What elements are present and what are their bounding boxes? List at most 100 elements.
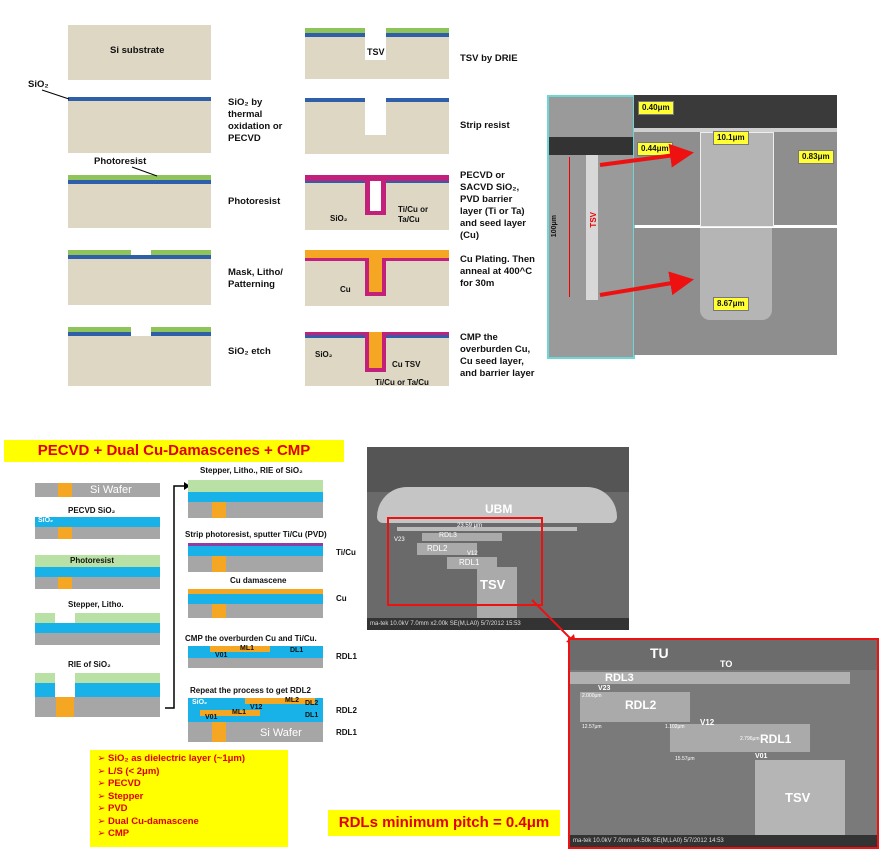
rdl2-label: RDL2 — [427, 544, 448, 553]
ml2-inner: ML2 — [285, 697, 299, 704]
sio2-label: SiO₂ — [38, 517, 54, 524]
rdl-line — [397, 527, 577, 531]
rdl3-label: RDL3 — [605, 672, 634, 684]
resist — [35, 555, 160, 567]
wafer — [188, 604, 323, 618]
sio2-inner: SiO₂ — [192, 699, 208, 706]
tsv-label: TSV — [785, 790, 811, 805]
zoom-arrows — [599, 143, 694, 297]
mid-step1-label: TSV by DRIE — [460, 53, 518, 64]
ubm-label: UBM — [485, 502, 513, 516]
tsv-core — [369, 332, 382, 368]
bullet-item: Dual Cu-damascene — [108, 816, 288, 829]
sem-dark-top — [549, 137, 633, 155]
oxide — [35, 623, 160, 633]
resist-left — [68, 250, 131, 255]
tsv — [212, 556, 226, 572]
substrate-bottom — [365, 60, 386, 79]
length-label: 100μm — [551, 215, 558, 238]
sem-footer: ma-tek 10.0kV 7.0mm x4.50k SE(M,LA0) 5/7… — [570, 835, 877, 847]
sem-overview-bottom: UBM RDL3 RDL2 RDL1 TSV V23 V12 23.59 μm … — [367, 447, 629, 630]
top-band — [570, 640, 877, 670]
v01-label: V01 — [215, 652, 228, 659]
resist-right — [151, 327, 211, 332]
cu-callout: Cu — [340, 285, 351, 294]
pitch-note: RDLs minimum pitch = 0.4μm — [328, 810, 560, 836]
wafer — [188, 556, 323, 572]
width-label: 23.59 μm — [457, 523, 483, 529]
bullet-item: CMP — [108, 828, 288, 841]
substrate-block — [68, 101, 211, 153]
tsv-inner-label: TSV — [367, 47, 385, 57]
tsv-column — [586, 155, 598, 300]
zoom-box — [387, 517, 543, 606]
rdl3-shape — [422, 533, 502, 541]
substrate-block — [68, 336, 211, 386]
bullet-item: L/S (< 2μm) — [108, 766, 288, 779]
tsv — [212, 722, 226, 742]
ml1 — [200, 710, 260, 716]
dl1-label: DL1 — [290, 647, 304, 654]
measure-040: 0.40μm — [638, 101, 674, 115]
wafer — [35, 697, 160, 717]
rdl1-shape — [447, 557, 497, 569]
measure-e: 2.796μm — [740, 736, 760, 742]
rdl3-label: RDL3 — [439, 532, 457, 539]
stepper-label: Stepper, Litho. — [68, 600, 124, 609]
ml2 — [245, 698, 315, 704]
sem-light-line — [634, 128, 837, 132]
r2-liner — [188, 543, 323, 546]
flow-connector — [165, 482, 190, 709]
v01-label: V01 — [755, 753, 768, 760]
resist-left — [305, 28, 365, 33]
tsv — [56, 697, 74, 717]
measure-101: 10.1μm — [713, 131, 749, 145]
rdl2-label: RDL2 — [625, 698, 657, 712]
sem-zoom: TU TO RDL3 V23 RDL2 V12 RDL1 V01 TSV 2.0… — [568, 638, 879, 849]
oxide-right — [151, 332, 211, 336]
resist-right — [75, 673, 160, 683]
substrate-right — [386, 102, 449, 154]
substrate-bottom — [365, 135, 386, 154]
ticu-callout: Ti/Cu or Ta/Cu — [375, 378, 429, 387]
oxide — [188, 492, 323, 502]
rdl1-side-label: RDL1 — [336, 652, 357, 661]
r1-label: Stepper, Litho., RIE of SiO₂ — [200, 466, 303, 475]
v23-label: V23 — [394, 537, 405, 543]
cu-core — [369, 258, 382, 292]
resist-layer — [68, 175, 211, 180]
resist-left — [35, 613, 55, 623]
via-top — [700, 132, 774, 227]
r2-label: Strip photoresist, sputter Ti/Cu (PVD) — [185, 530, 327, 539]
si-substrate-label: Si substrate — [110, 45, 165, 56]
to-label: TO — [720, 659, 733, 669]
si-wafer-inner: Si Wafer — [260, 727, 302, 739]
photoresist-label: Photoresist — [70, 556, 115, 565]
oxide-right — [75, 683, 160, 697]
pecvd-label: PECVD SiO₂ — [68, 506, 116, 515]
mid-step2-label: Strip resist — [460, 120, 510, 131]
mid-step4-label: Cu Plating. Then anneal at 400^C for 30m — [460, 254, 535, 289]
ml1-inner: ML1 — [232, 709, 246, 716]
oxide — [35, 517, 160, 527]
oxide-left — [68, 332, 131, 336]
mid-step5-label: CMP the overburden Cu, Cu seed layer, an… — [460, 332, 535, 379]
ml1-label: ML1 — [240, 645, 254, 652]
v12-inner: V12 — [250, 704, 263, 711]
resist-right — [386, 28, 449, 33]
v12-label: V12 — [467, 551, 478, 557]
wafer — [35, 527, 160, 539]
sio2-callout: SiO₂ — [330, 214, 348, 223]
tsv — [58, 527, 72, 539]
sem-footer: ma-tek 10.0kV 7.0mm x2.00k SE(M,LA0) 5/7… — [367, 618, 629, 630]
dl2-inner: DL2 — [305, 700, 319, 707]
oxide-right — [386, 33, 449, 37]
sem-noise-top — [367, 447, 629, 492]
tu-label: TU — [650, 645, 669, 661]
rdl2-side-label: RDL2 — [336, 706, 357, 715]
measure-a: 2.000μm — [582, 693, 602, 699]
resist-right — [151, 250, 211, 255]
r5-label: Repeat the process to get RDL2 — [190, 686, 311, 695]
measure-d: 15.57μm — [675, 756, 695, 762]
step2-label: SiO₂ by thermal oxidation or PECVD — [228, 97, 283, 144]
